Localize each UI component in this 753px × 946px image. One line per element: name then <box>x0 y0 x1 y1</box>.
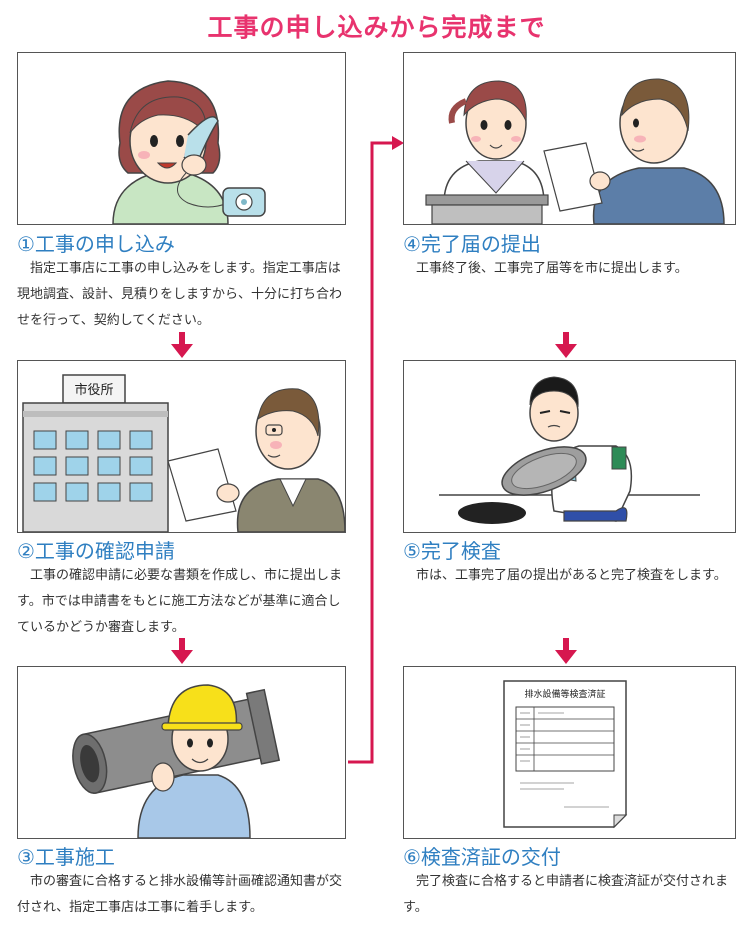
illustration-certificate: 排水設備等検査済証 <box>403 666 736 839</box>
page-title: 工事の申し込みから完成まで <box>207 13 546 42</box>
illustration-construction <box>17 666 346 839</box>
certificate-icon: 排水設備等検査済証 <box>503 680 628 829</box>
step-2-title: ②工事の確認申請 <box>17 539 175 563</box>
manhole-icon <box>458 502 526 524</box>
down-arrow-icon <box>555 638 577 664</box>
step-1-title: ①工事の申し込み <box>17 232 175 256</box>
phone-icon <box>222 187 266 217</box>
illustration-application <box>17 52 346 225</box>
step-5-title: ⑤完了検査 <box>403 539 501 563</box>
step-4-title: ④完了届の提出 <box>403 232 541 256</box>
city-hall-sign: 市役所 <box>74 382 113 398</box>
illustration-confirmation-application: 市役所 <box>17 360 346 533</box>
down-arrow-icon <box>171 332 193 358</box>
step-4-body: 工事終了後、工事完了届等を市に提出します。 <box>416 261 688 276</box>
down-arrow-icon <box>171 638 193 664</box>
step-3-title: ③工事施工 <box>17 845 115 869</box>
step-3-body: 市の審査に合格すると排水設備等計画確認通知書が交付され、指定工事店は工事に着手し… <box>17 874 343 915</box>
step-6-title: ⑥検査済証の交付 <box>403 845 561 869</box>
illustration-completion-report <box>403 52 736 225</box>
step-1-body: 指定工事店に工事の申し込みをします。指定工事店は現地調査、設計、見積りをしますか… <box>17 261 343 328</box>
step-6-body: 完了検査に合格すると申請者に検査済証が交付されます。 <box>403 874 729 915</box>
certificate-title: 排水設備等検査済証 <box>524 688 605 700</box>
step-5-body: 市は、工事完了届の提出があると完了検査をします。 <box>416 568 727 583</box>
down-arrow-icon <box>555 332 577 358</box>
step-2-body: 工事の確認申請に必要な書類を作成し、市に提出します。市では申請書をもとに施工方法… <box>17 568 343 635</box>
illustration-inspection <box>403 360 736 533</box>
